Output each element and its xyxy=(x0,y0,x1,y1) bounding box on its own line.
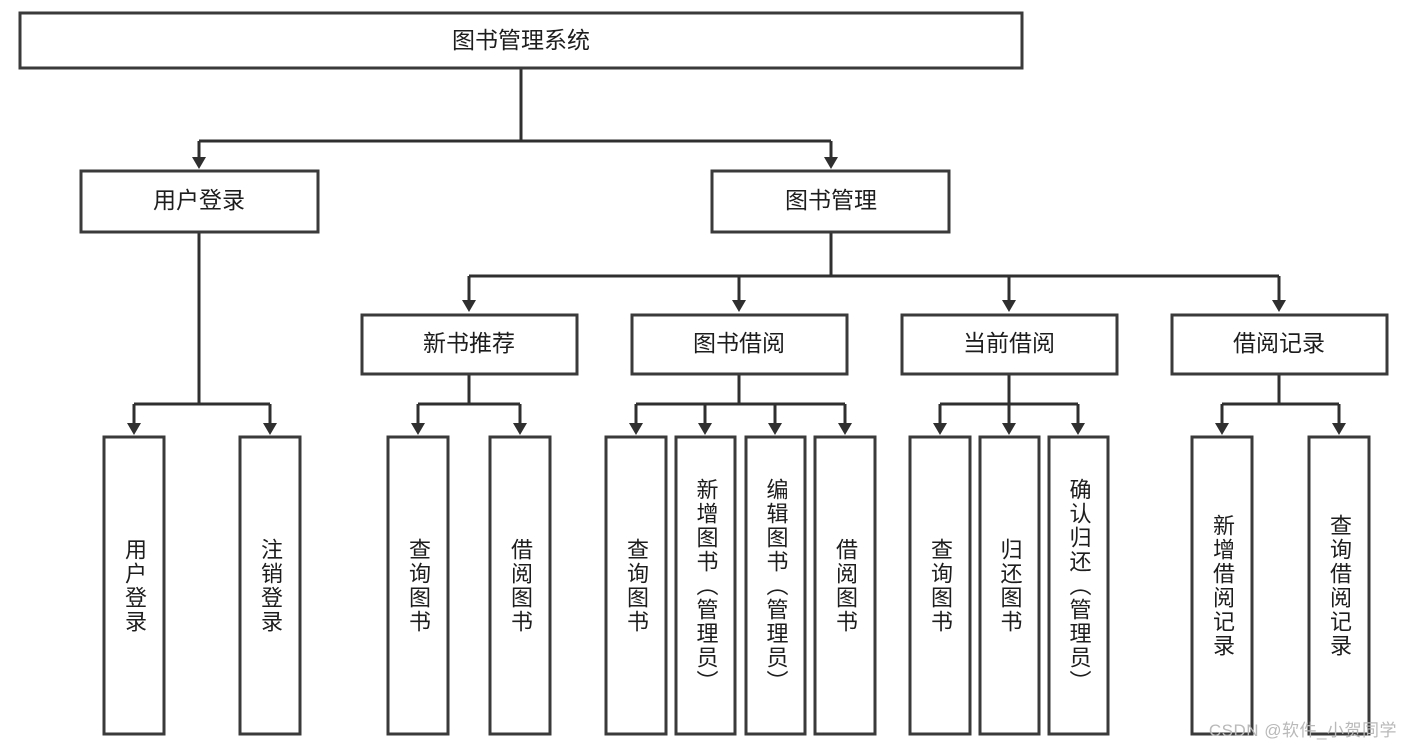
watermark-text: CSDN @软件_小贺同学 xyxy=(1208,721,1397,740)
node-book-management[interactable]: 图书管理 xyxy=(710,169,951,234)
leaf-box-currentborrow-0[interactable] xyxy=(908,435,972,736)
leaf-box-borrowrecord-0[interactable] xyxy=(1190,435,1254,736)
node-book-borrow-label: 图书借阅 xyxy=(693,330,785,356)
leaf-box-bookborrow-3[interactable] xyxy=(813,435,877,736)
node-book-borrow[interactable]: 图书借阅 xyxy=(630,313,849,376)
node-borrow-record-label: 借阅记录 xyxy=(1233,330,1325,356)
node-new-book-recommend-label: 新书推荐 xyxy=(423,330,515,356)
connector-currentborrow-to-leaves xyxy=(933,374,1085,435)
leaf-box-newbook-1[interactable] xyxy=(488,435,552,736)
node-current-borrow[interactable]: 当前借阅 xyxy=(900,313,1119,376)
connector-root-to-level2 xyxy=(192,68,838,169)
node-book-management-label: 图书管理 xyxy=(785,187,877,213)
node-new-book-recommend[interactable]: 新书推荐 xyxy=(360,313,579,376)
connector-newbook-to-leaves xyxy=(411,374,527,435)
node-root[interactable]: 图书管理系统 xyxy=(18,11,1024,70)
node-user-login[interactable]: 用户登录 xyxy=(79,169,320,234)
connector-borrowrecord-to-leaves xyxy=(1215,374,1346,435)
leaf-box-currentborrow-1[interactable] xyxy=(978,435,1041,736)
node-borrow-record[interactable]: 借阅记录 xyxy=(1170,313,1389,376)
connector-bookborrow-to-leaves xyxy=(629,374,852,435)
node-root-label: 图书管理系统 xyxy=(452,27,590,53)
connector-userlogin-to-leaves xyxy=(127,232,277,435)
connector-bookmgmt-to-level3 xyxy=(462,232,1286,312)
leaf-box-newbook-0[interactable] xyxy=(386,435,450,736)
leaf-box-borrowrecord-1[interactable] xyxy=(1307,435,1371,736)
leaf-box-user-login-1[interactable] xyxy=(238,435,302,736)
leaf-box-bookborrow-2[interactable] xyxy=(744,435,807,736)
node-user-login-label: 用户登录 xyxy=(153,187,245,213)
leaf-box-currentborrow-2[interactable] xyxy=(1047,435,1110,736)
leaf-box-bookborrow-0[interactable] xyxy=(604,435,668,736)
node-current-borrow-label: 当前借阅 xyxy=(963,330,1055,356)
leaf-box-bookborrow-1[interactable] xyxy=(674,435,737,736)
leaf-box-user-login-0[interactable] xyxy=(102,435,166,736)
